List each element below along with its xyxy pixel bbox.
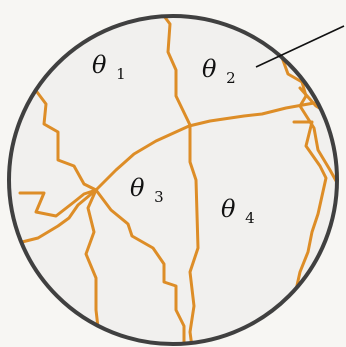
theta-2-subscript: 2	[226, 69, 236, 87]
theta-1-subscript: 1	[116, 65, 126, 83]
theta-3-symbol: θ	[130, 174, 145, 202]
theta-4-symbol: θ	[221, 195, 236, 223]
theta-2-symbol: θ	[202, 55, 217, 83]
theta-1-symbol: θ	[92, 51, 107, 79]
theta-3-subscript: 3	[154, 188, 164, 206]
theta-4-subscript: 4	[245, 209, 255, 227]
